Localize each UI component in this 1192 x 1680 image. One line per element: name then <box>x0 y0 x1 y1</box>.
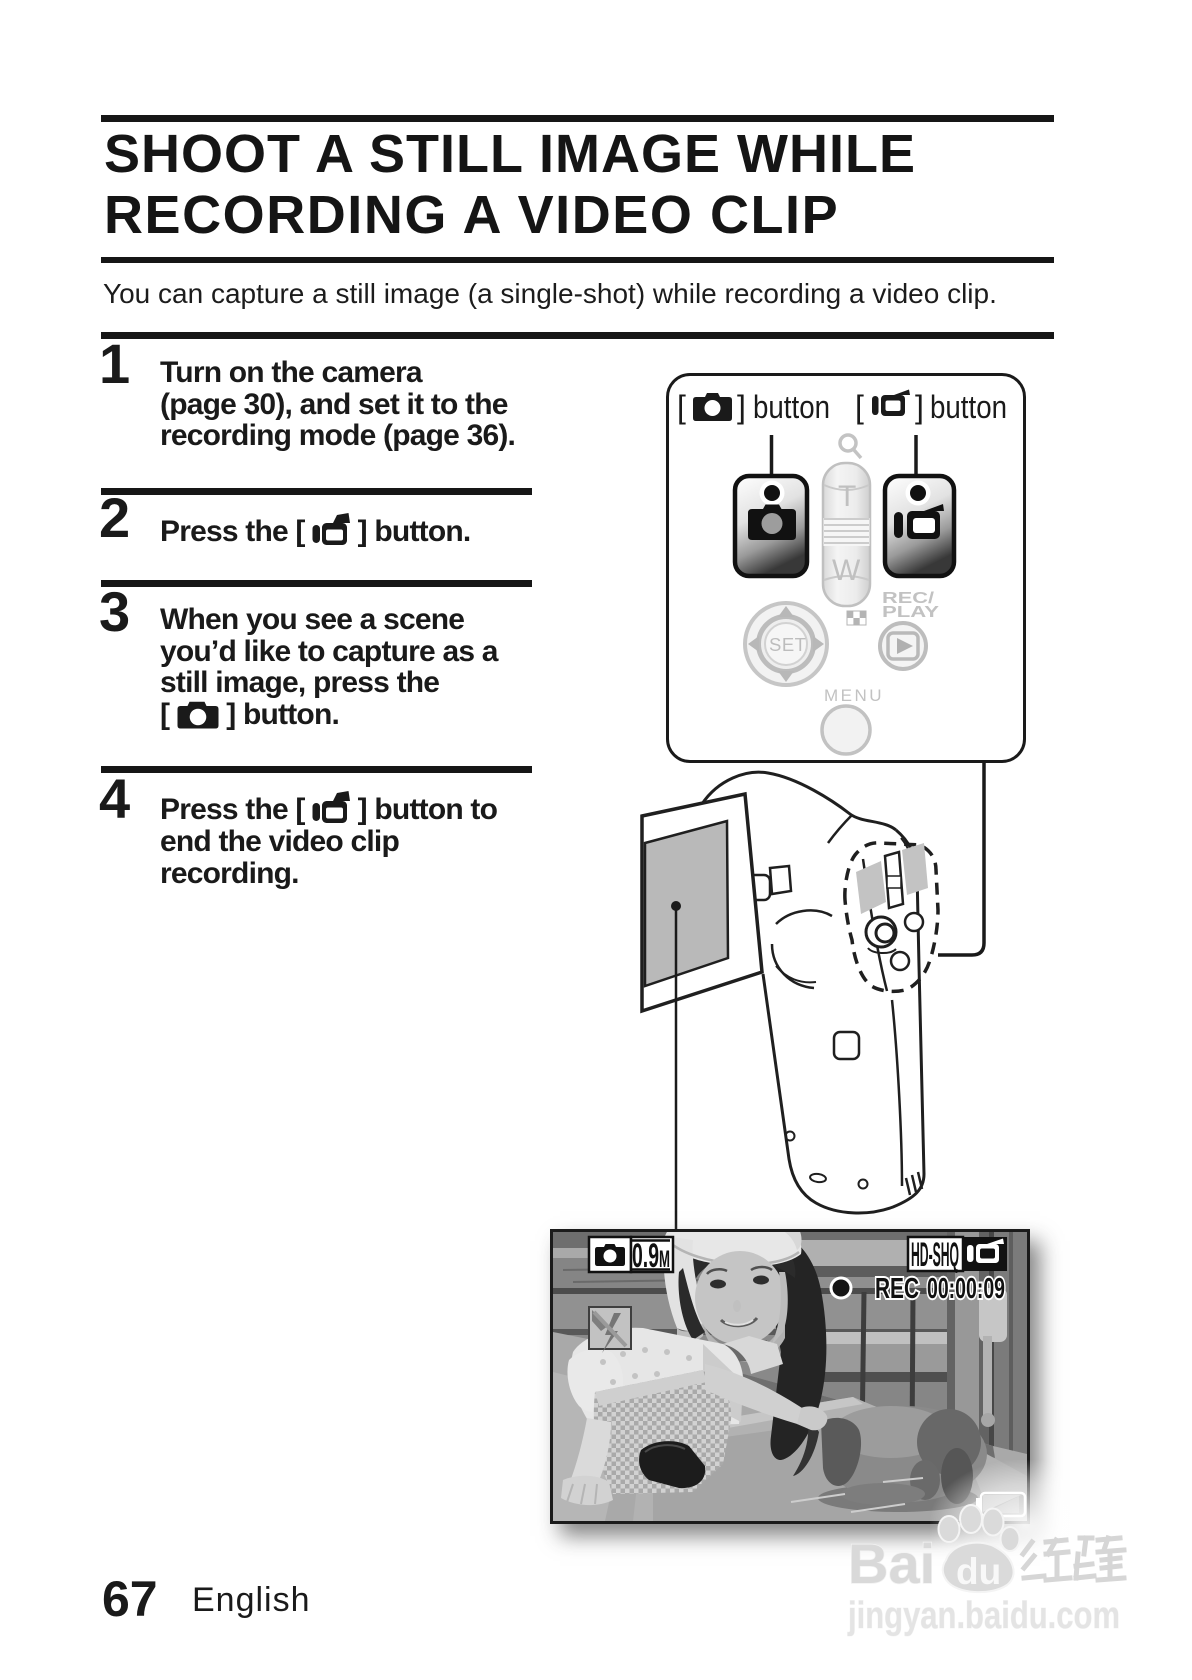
svg-text:]: ] <box>915 389 924 425</box>
svg-text:T: T <box>838 480 856 513</box>
svg-text:REC: REC <box>875 1273 919 1305</box>
svg-text:PLAY: PLAY <box>882 604 939 621</box>
svg-text:W: W <box>832 554 861 587</box>
svg-text:M: M <box>659 1246 670 1273</box>
svg-text:[: [ <box>677 389 686 425</box>
svg-text:jingyan.baidu.com: jingyan.baidu.com <box>847 1595 1120 1637</box>
svg-text:button: button <box>753 389 830 425</box>
svg-text:00:00:09: 00:00:09 <box>927 1273 1005 1305</box>
svg-text:HD-SHQ: HD-SHQ <box>911 1236 959 1274</box>
svg-text:Bai: Bai <box>848 1532 935 1595</box>
svg-text:0.9: 0.9 <box>632 1237 659 1275</box>
svg-text:REC/: REC/ <box>882 590 935 607</box>
svg-text:]: ] <box>737 389 746 425</box>
svg-text:du: du <box>956 1551 1001 1592</box>
svg-text:button: button <box>930 389 1007 425</box>
svg-text:SET: SET <box>769 634 806 655</box>
svg-text:MENU: MENU <box>824 686 884 705</box>
svg-text:[: [ <box>855 389 864 425</box>
